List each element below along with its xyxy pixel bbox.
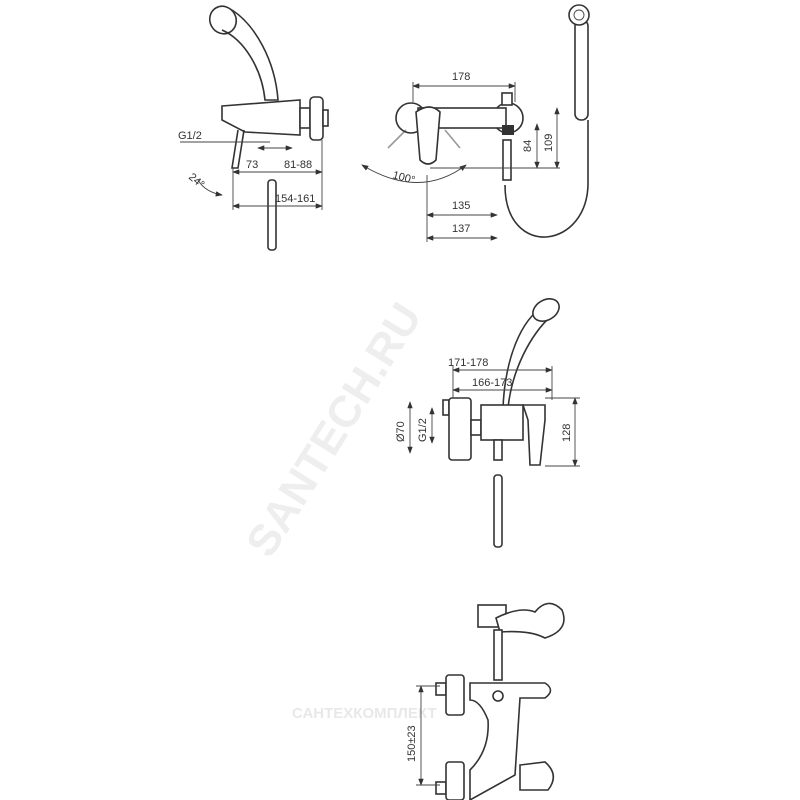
side-view-top: G1/2 24° 73 81-88 154-161 bbox=[178, 5, 329, 251]
angle-100: 100° bbox=[391, 169, 416, 186]
dim-81-88: 81-88 bbox=[284, 159, 312, 171]
dim-178: 178 bbox=[452, 71, 470, 83]
bath-mixer-view: 150±23 bbox=[406, 602, 565, 800]
dim-135: 135 bbox=[452, 200, 470, 212]
angle-label: 24° bbox=[186, 171, 206, 191]
side-view-middle: 171-178 166-173 Ø70 G1/2 128 bbox=[395, 298, 580, 548]
dim-137: 137 bbox=[452, 223, 470, 235]
dim-150-23: 150±23 bbox=[406, 725, 418, 762]
dim-109: 109 bbox=[543, 134, 555, 152]
dim-128: 128 bbox=[561, 424, 573, 442]
dim-73: 73 bbox=[246, 159, 258, 171]
thread-label: G1/2 bbox=[178, 130, 202, 142]
dim-166-173: 166-173 bbox=[472, 377, 512, 389]
dim-84: 84 bbox=[522, 140, 534, 152]
diameter-70: Ø70 bbox=[395, 421, 407, 442]
dim-154-161: 154-161 bbox=[275, 193, 315, 205]
watermark-secondary: САНТЕХКОМПЛЕКТ bbox=[292, 705, 437, 722]
front-view: 178 84 109 100° 135 137 bbox=[361, 4, 590, 242]
dim-171-178: 171-178 bbox=[448, 357, 488, 369]
thread-label-mid: G1/2 bbox=[417, 418, 429, 442]
